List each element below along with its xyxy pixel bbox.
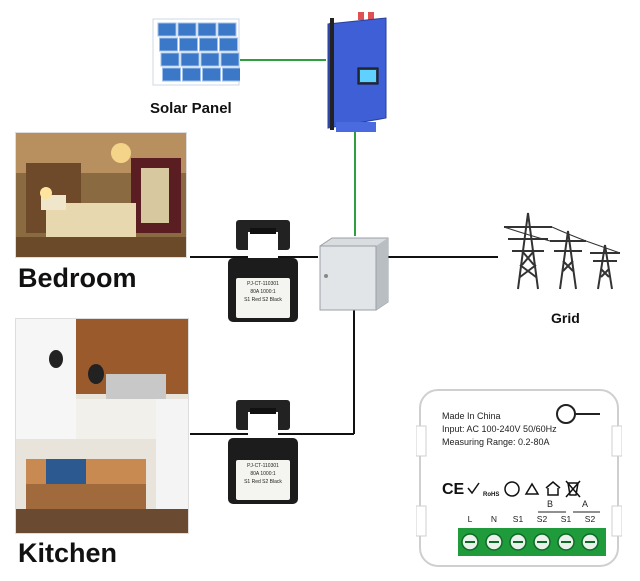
ct-leads: S1 Red S2 Black bbox=[244, 297, 282, 303]
kitchen-label: Kitchen bbox=[18, 538, 118, 568]
group-a-label: A bbox=[582, 499, 589, 509]
energy-meter-device: Made In China Input: AC 100-240V 50/60Hz… bbox=[416, 386, 622, 570]
solar-cell bbox=[182, 67, 201, 82]
power-tower-icon bbox=[498, 205, 630, 291]
bedroom-photo bbox=[15, 132, 187, 258]
bedroom-label: Bedroom bbox=[18, 263, 137, 293]
terminal-label-b-s1: S1 bbox=[512, 514, 524, 524]
group-b-label: B bbox=[547, 499, 554, 509]
ct-ratio: 80A 1000:1 bbox=[250, 471, 276, 477]
solar-cell bbox=[180, 52, 200, 67]
solar-cell bbox=[217, 22, 237, 37]
solar-cell bbox=[157, 22, 177, 37]
solar-cell bbox=[219, 37, 238, 52]
device-input: Input: AC 100-240V 50/60Hz bbox=[442, 424, 557, 434]
ct-model: PJ-CT-110301 bbox=[247, 463, 279, 469]
grid-label: Grid bbox=[551, 310, 580, 326]
junction-box bbox=[318, 236, 390, 312]
solar-cell bbox=[159, 37, 178, 52]
solar-cell bbox=[199, 37, 218, 52]
terminal-label-a-s1: S1 bbox=[560, 514, 572, 524]
kitchen-photo bbox=[15, 318, 189, 534]
solar-panel-icon bbox=[152, 18, 241, 86]
solar-panel-label: Solar Panel bbox=[150, 100, 232, 117]
terminal-label-n: N bbox=[490, 514, 498, 524]
solar-cell bbox=[200, 52, 220, 67]
terminal-label-l: L bbox=[467, 514, 473, 524]
solar-cell bbox=[162, 67, 181, 82]
inverter-icon bbox=[322, 10, 392, 135]
terminal-label-a-s2: S2 bbox=[584, 514, 596, 524]
terminal-label-b-s2: S2 bbox=[536, 514, 548, 524]
ct-ratio: 80A 1000:1 bbox=[250, 289, 276, 295]
solar-cell bbox=[197, 22, 217, 37]
ct-leads: S1 Red S2 Black bbox=[244, 479, 282, 485]
svg-text:CE: CE bbox=[442, 481, 465, 498]
solar-cell bbox=[202, 67, 221, 82]
rohs-mark: RoHS bbox=[483, 492, 499, 498]
solar-cell bbox=[179, 37, 198, 52]
solar-cell bbox=[160, 52, 180, 67]
ct-clamp-bedroom: PJ-CT-110301 80A 1000:1 S1 Red S2 Black bbox=[226, 218, 300, 324]
solar-cell bbox=[220, 52, 240, 67]
solar-cell bbox=[177, 22, 197, 37]
device-origin: Made In China bbox=[442, 411, 501, 421]
certification-marks: CE RoHS bbox=[442, 478, 592, 500]
solar-cell bbox=[222, 67, 241, 82]
ct-clamp-kitchen: PJ-CT-110301 80A 1000:1 S1 Red S2 Black bbox=[226, 398, 300, 506]
ct-model: PJ-CT-110301 bbox=[247, 281, 279, 287]
device-range: Measuring Range: 0.2-80A bbox=[442, 437, 550, 447]
terminal-labels: L N S1 S2 S1 S2 bbox=[458, 514, 606, 526]
